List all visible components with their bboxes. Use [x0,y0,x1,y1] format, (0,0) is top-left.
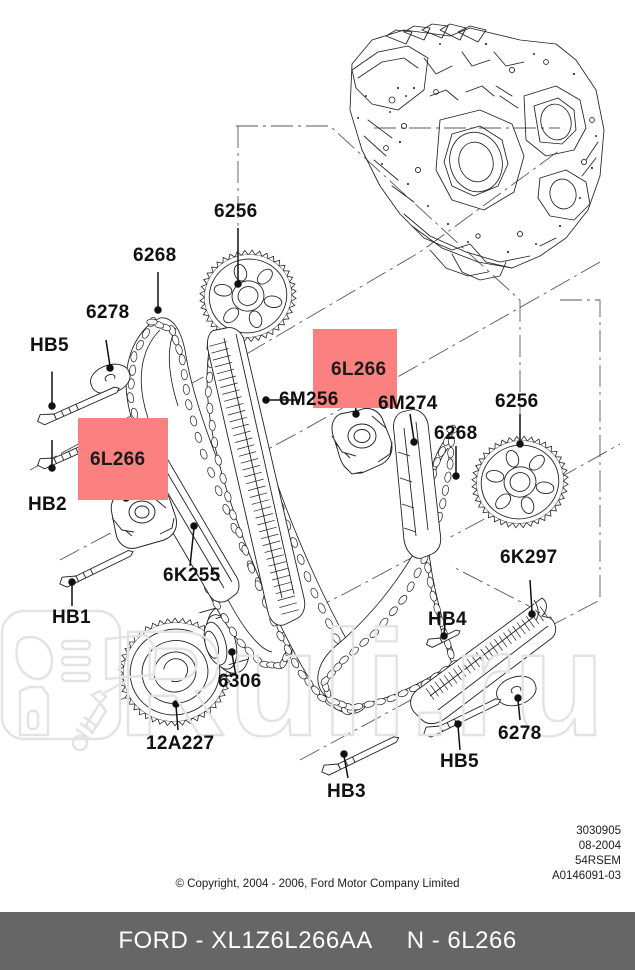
callout-6268-top: 6268 [133,245,177,266]
callout-hb2: HB2 [28,494,67,515]
callout-6268-right: 6268 [434,423,478,444]
footer-brand-part: FORD - XL1Z6L266AA [118,927,373,954]
callout-6278-top: 6278 [86,302,130,323]
copyright-notice: © Copyright, 2004 - 2006, Ford Motor Com… [175,878,460,890]
callout-12a227: 12A227 [146,733,215,754]
meta-line-2: 08-2004 [578,840,621,852]
meta-line-4: A0146091-03 [551,870,621,882]
meta-line-1: 3030905 [576,825,621,837]
footer-number-part: N - 6L266 [406,927,517,954]
callout-hb1: HB1 [52,607,91,628]
diagram-canvas: Ruli.ru HB5 6278 6268 6256 6L266 HB2 6M2… [0,23,621,802]
callout-6m256: 6M256 [279,389,339,410]
highlight-box-left [78,418,168,500]
callout-6k297: 6K297 [500,547,558,568]
highlight-box-right [313,329,397,408]
diagram-meta: 3030905 08-2004 54RSEM A0146091-03 [552,824,621,884]
callout-hb5-bottom: HB5 [440,751,479,772]
diagram-linework [29,23,621,779]
callout-6k255: 6K255 [163,565,221,586]
callout-6l266-left: 6L266 [90,449,146,470]
callout-6306: 6306 [218,671,262,692]
callout-6278-bottom: 6278 [498,723,542,744]
callout-hb4: HB4 [428,609,467,630]
callout-6256-right: 6256 [495,391,539,412]
callout-6m274: 6M274 [378,393,438,414]
callout-hb3: HB3 [327,781,366,802]
callout-hb5-top: HB5 [30,335,69,356]
callout-6l266-right: 6L266 [331,359,387,380]
callout-6256-top: 6256 [214,201,258,222]
meta-line-3: 54RSEM [574,855,621,867]
footer-bar: FORD - XL1Z6L266AA N - 6L266 [0,912,635,970]
